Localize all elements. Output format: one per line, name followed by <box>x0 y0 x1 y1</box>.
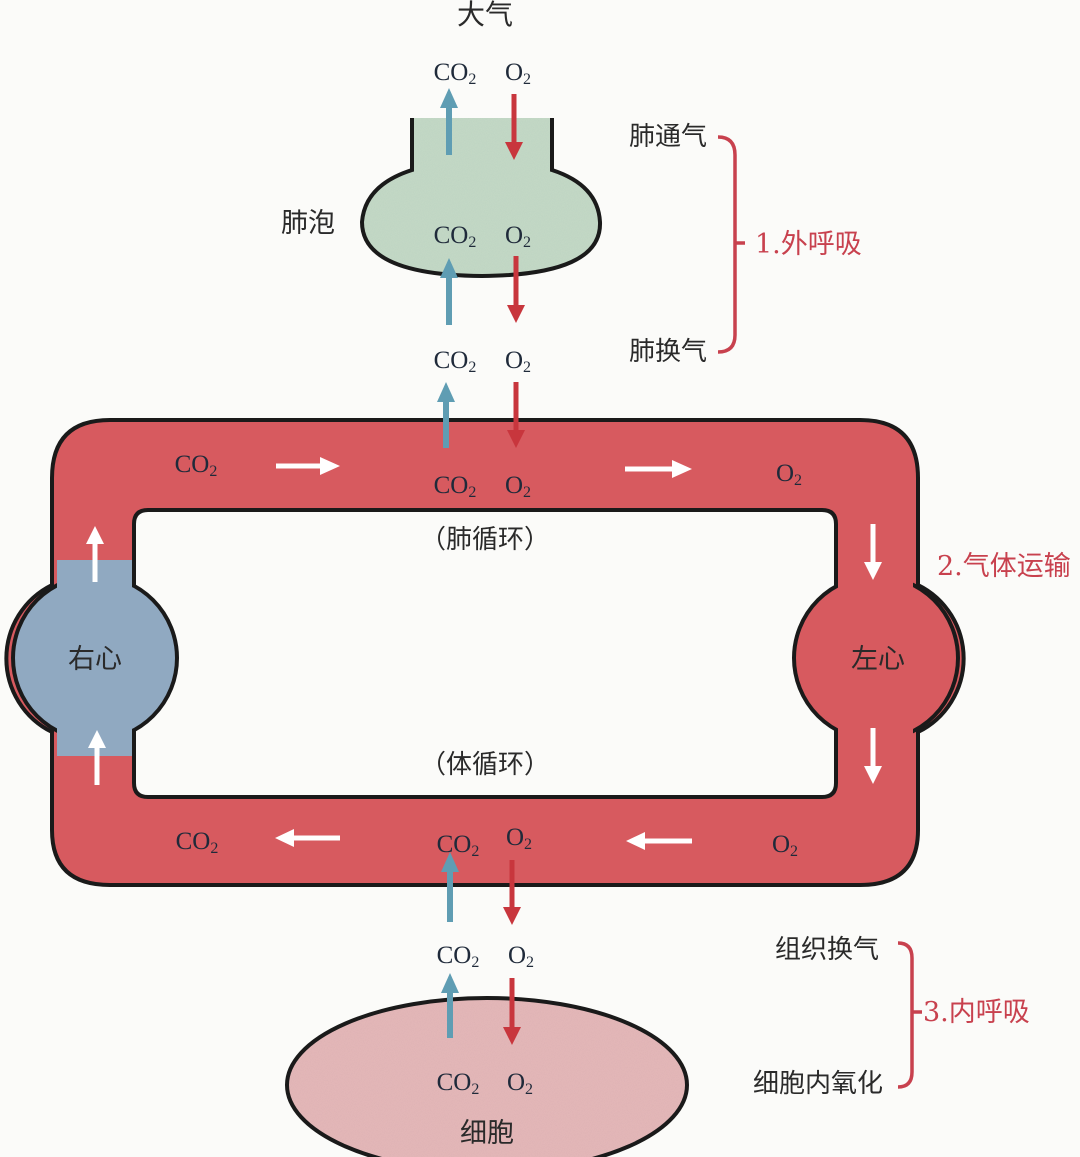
arrow-up-icon <box>86 526 104 582</box>
arrow-left-icon <box>626 832 692 850</box>
o2-arrows <box>503 94 525 1045</box>
vessel-inner <box>132 508 838 799</box>
circulation-loop <box>4 418 966 887</box>
arrow-right-icon <box>625 460 692 478</box>
labels: 大气 肺泡 （肺循环） （体循环） 右心 左心 细胞 肺通气 肺换气 1.外呼吸… <box>68 0 1071 1149</box>
o2-down-arrow-icon <box>503 978 521 1045</box>
co2-up-arrow-icon <box>441 973 459 1038</box>
co2-label: CO2 <box>175 451 218 480</box>
co2-label: CO2 <box>434 472 477 501</box>
co2-label: CO2 <box>437 1069 480 1098</box>
co2-up-arrow-icon <box>440 88 458 155</box>
o2-label: O2 <box>505 472 531 501</box>
co2-arrows <box>437 88 459 1038</box>
o2-label: O2 <box>507 1069 533 1098</box>
right-heart-label: 右心 <box>68 644 122 675</box>
pulmonary-ventilation-label: 肺通气 <box>629 122 707 152</box>
brackets <box>717 135 922 1089</box>
pulmonary-gas-exchange-label: 肺换气 <box>629 337 707 367</box>
gas-transport-label: 2.气体运输 <box>937 551 1071 582</box>
internal-respiration-label: 3.内呼吸 <box>923 997 1030 1028</box>
cell-label: 细胞 <box>460 1118 514 1149</box>
alveolus <box>359 118 603 279</box>
arrow-right-icon <box>276 457 340 475</box>
cell <box>285 996 689 1157</box>
co2-up-arrow-icon <box>441 852 459 922</box>
atmosphere-label: 大气 <box>457 0 513 31</box>
cellular-oxidation-label: 细胞内氧化 <box>753 1069 883 1099</box>
left-heart-label: 左心 <box>851 644 905 675</box>
arrow-down-icon <box>864 728 882 784</box>
co2-label: CO2 <box>434 347 477 376</box>
arrow-down-icon <box>864 524 882 580</box>
external-respiration-bracket <box>717 135 745 354</box>
co2-label: CO2 <box>437 942 480 971</box>
systemic-circulation-label: （体循环） <box>420 750 550 780</box>
arrow-left-icon <box>275 829 340 847</box>
co2-label: CO2 <box>434 59 477 88</box>
o2-label: O2 <box>505 347 531 376</box>
o2-label: O2 <box>505 59 531 88</box>
flow-arrows <box>86 457 882 850</box>
co2-label: CO2 <box>434 222 477 251</box>
co2-label: CO2 <box>176 828 219 857</box>
pulmonary-circulation-label: （肺循环） <box>420 525 550 555</box>
o2-down-arrow-icon <box>503 860 521 925</box>
o2-down-arrow-icon <box>505 94 523 160</box>
co2-up-arrow-icon <box>440 258 458 325</box>
co2-label: CO2 <box>437 831 480 860</box>
o2-down-arrow-icon <box>507 382 525 448</box>
tissue-gas-exchange-label: 组织换气 <box>775 935 879 965</box>
external-respiration-label: 1.外呼吸 <box>755 229 862 260</box>
internal-respiration-bracket <box>897 941 922 1089</box>
alveolus-label: 肺泡 <box>281 208 335 239</box>
co2-up-arrow-icon <box>437 382 455 448</box>
o2-label: O2 <box>506 824 532 853</box>
o2-label: O2 <box>776 460 802 489</box>
arrow-up-icon <box>88 730 106 785</box>
o2-down-arrow-icon <box>507 256 525 323</box>
o2-label: O2 <box>772 831 798 860</box>
o2-label: O2 <box>508 942 534 971</box>
o2-label: O2 <box>505 222 531 251</box>
